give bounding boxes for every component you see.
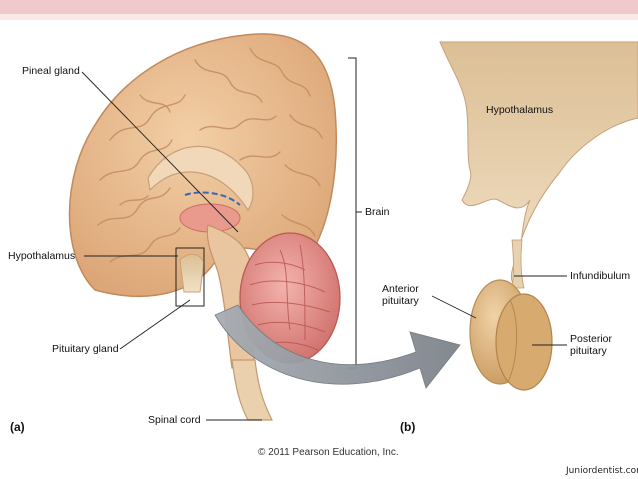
posterior-pituitary-label: Posterior pituitary <box>570 333 612 357</box>
source-credit: Juniordentist.com <box>566 466 638 476</box>
hypothalamus-label: Hypothalamus <box>8 250 75 262</box>
copyright-text: © 2011 Pearson Education, Inc. <box>258 447 399 458</box>
anterior-pituitary-label: Anterior pituitary <box>382 283 419 307</box>
panel-b-label: (b) <box>400 420 415 434</box>
brain-bracket <box>348 58 362 368</box>
pineal-gland-label: Pineal gland <box>22 65 80 77</box>
spinal-cord-shape <box>232 360 272 420</box>
spinal-cord-label: Spinal cord <box>148 414 201 426</box>
pituitary-gland-label: Pituitary gland <box>52 343 119 355</box>
panel-a-label: (a) <box>10 420 25 434</box>
hypothalamus-b-label: Hypothalamus <box>486 104 553 116</box>
posterior-pituitary-shape <box>496 294 552 390</box>
brain-label: Brain <box>365 206 390 218</box>
infundibulum-label: Infundibulum <box>570 270 630 282</box>
hypothalamus-b-shape <box>440 42 638 285</box>
